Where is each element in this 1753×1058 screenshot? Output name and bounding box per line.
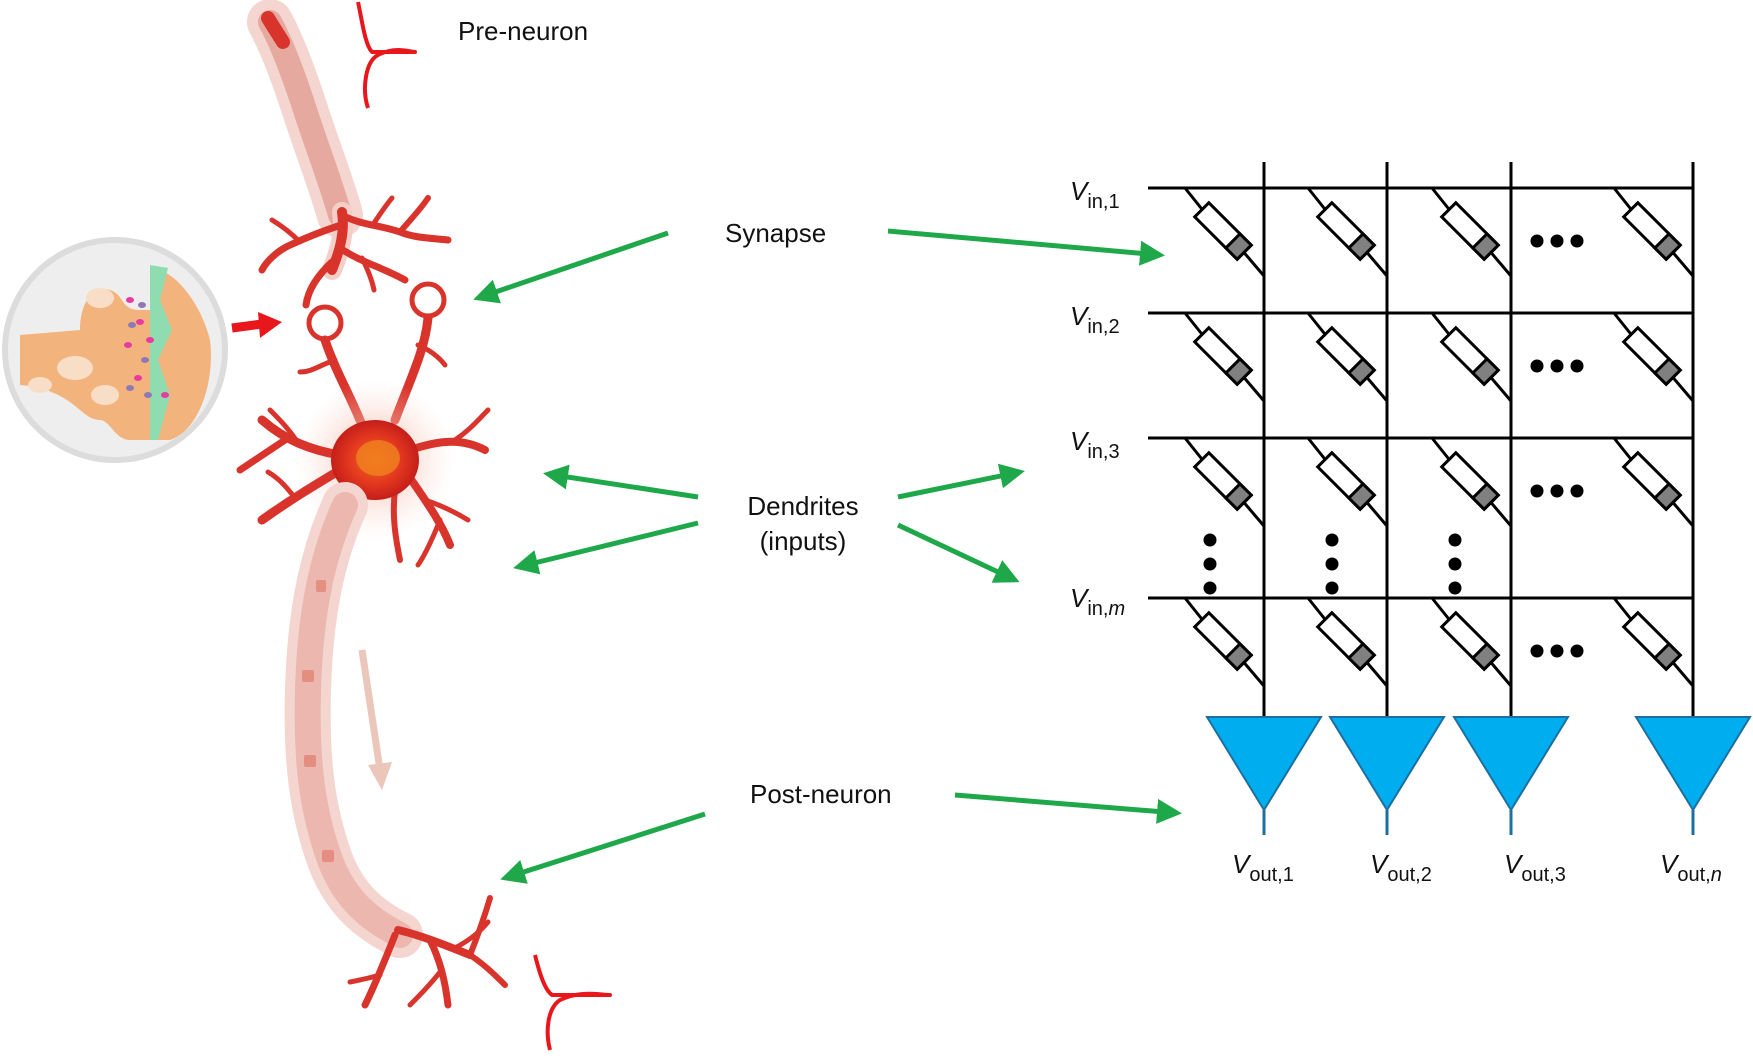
ellipsis-dot: [1203, 581, 1217, 595]
ellipsis-dot: [1570, 359, 1584, 373]
amplifier-4: [1634, 716, 1752, 812]
memristor-cell: [1183, 312, 1266, 402]
amplifier-3: [1452, 716, 1570, 812]
ellipsis-dot: [1203, 533, 1217, 547]
lower-terminal-branches: [347, 895, 508, 1009]
input-labels: Vin,1 Vin,2 Vin,3 Vin,m: [1070, 176, 1125, 620]
ellipsis-dot: [1325, 581, 1339, 595]
neuron-illustration: [236, 0, 612, 1051]
output-labels: Vout,1 Vout,2 Vout,3 Vout,n: [1232, 849, 1722, 886]
memristor-cell: [1306, 597, 1389, 687]
post-neuron-label: Post-neuron: [750, 779, 892, 809]
memristor-cell: [1612, 187, 1695, 277]
memristor-cell: [1306, 187, 1389, 277]
post-neuron-arrow-left: [500, 811, 706, 884]
synapse-arrow-right: [887, 228, 1165, 266]
ellipsis-dot: [1570, 484, 1584, 498]
ellipsis-dot: [1570, 234, 1584, 248]
input-label-3: Vin,3: [1070, 426, 1120, 463]
dendrites-arrow-left-1: [543, 464, 699, 500]
crossbar-array: [1148, 162, 1752, 835]
memristor-cell: [1612, 312, 1695, 402]
synapse-inset: [2, 237, 282, 463]
dendrites-arrow-right-1: [897, 463, 1025, 500]
memristor-cell: [1612, 597, 1695, 687]
synapse-arrow-left: [473, 230, 669, 304]
pre-neuron-label: Pre-neuron: [458, 16, 588, 46]
ellipsis-dot: [1550, 234, 1564, 248]
input-label-m: Vin,m: [1070, 583, 1125, 620]
ellipsis-dot: [1448, 533, 1462, 547]
amplifier-1: [1205, 716, 1323, 812]
memristor-cell: [1430, 312, 1513, 402]
ellipsis-dot: [1570, 644, 1584, 658]
input-label-2: Vin,2: [1070, 301, 1120, 338]
ellipsis-dot: [1448, 581, 1462, 595]
ellipsis-dot: [1550, 644, 1564, 658]
output-label-3: Vout,3: [1504, 849, 1566, 886]
upper-dendrite-branches: [258, 195, 452, 309]
ellipsis-dot: [1203, 557, 1217, 571]
synapse-circle-1: [306, 304, 344, 342]
ellipsis-dot: [1550, 484, 1564, 498]
ellipsis-dot: [1448, 557, 1462, 571]
ellipsis-dot: [1325, 533, 1339, 547]
synapse-circle-2: [409, 281, 447, 319]
green-arrows: [473, 228, 1182, 884]
dendrites-arrow-right-2: [896, 522, 1020, 583]
memristor-cell: [1430, 597, 1513, 687]
ellipsis-dot: [1550, 359, 1564, 373]
synapse-label: Synapse: [725, 218, 826, 248]
ellipsis-dot: [1530, 234, 1544, 248]
pre-spike: [356, 1, 417, 109]
memristor-cell: [1183, 187, 1266, 277]
input-label-1: Vin,1: [1070, 176, 1120, 213]
memristor-cell: [1306, 312, 1389, 402]
dendrites-inputs-label: (inputs): [760, 526, 847, 556]
ellipsis-dot: [1530, 484, 1544, 498]
dendrites-label: Dendrites: [747, 491, 858, 521]
post-neuron-arrow-right: [954, 792, 1182, 824]
dendrites-arrow-left-2: [513, 520, 699, 575]
ellipsis-dot: [1325, 557, 1339, 571]
output-label-1: Vout,1: [1232, 849, 1294, 886]
soma-dendrites: [236, 407, 491, 568]
memristor-cell: [1183, 437, 1266, 527]
ellipsis-dot: [1530, 359, 1544, 373]
amplifier-2: [1328, 716, 1446, 812]
memristor-cell: [1306, 437, 1389, 527]
ellipsis-dot: [1530, 644, 1544, 658]
output-label-2: Vout,2: [1370, 849, 1432, 886]
memristor-cell: [1430, 437, 1513, 527]
memristor-cell: [1183, 597, 1266, 687]
post-spike: [533, 954, 612, 1051]
output-label-n: Vout,n: [1660, 849, 1722, 886]
memristor-cell: [1430, 187, 1513, 277]
memristor-cell: [1612, 437, 1695, 527]
